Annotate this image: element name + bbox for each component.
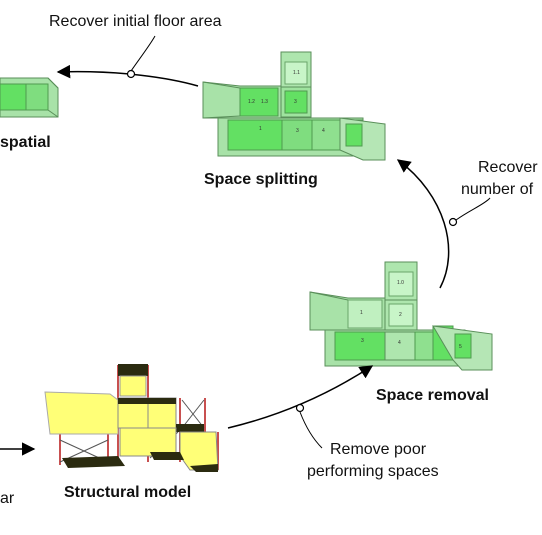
structural-model [44,364,219,472]
edge-node [126,69,136,79]
cell-label: 1 [360,310,363,316]
edge-recover-number [396,159,491,289]
label-space-splitting: Space splitting [204,171,318,188]
label-structural-model: Structural model [64,484,192,501]
label-recover-number-line2: number of [461,181,534,198]
edge-remove-poor [227,365,374,449]
cell-label: 1.3 [261,99,268,105]
cell-label: 2 [399,312,402,318]
cell-label: 1.2 [248,99,255,105]
cell-label: 3 [294,99,297,105]
cell-label: 4 [322,128,325,134]
cell-label: 1.1 [293,70,300,76]
space-splitting-model: 1.1 1.2 1.3 3 1 3 4 [202,51,386,161]
label-recover-floor: Recover initial floor area [49,13,222,30]
space-removal-model: 1.0 1 2 3 4 5 [309,261,493,371]
edge-node [295,403,305,413]
label-space-removal: Space removal [376,387,489,404]
edge-node [448,217,458,227]
label-left-cut: ar [0,490,15,507]
cell-label: 1 [259,126,262,132]
edge-recover-floor [56,35,199,87]
label-remove-poor-line1: Remove poor [330,441,427,458]
cell-label: 3 [361,338,364,344]
cell-label: 1.0 [397,280,404,286]
label-recover-number-line1: Recover [478,159,538,176]
label-remove-poor-line2: performing spaces [307,463,439,480]
label-spatial: spatial [0,134,51,151]
cell-label: 3 [296,128,299,134]
spatial-model-partial [0,77,59,118]
cell-label: 5 [459,344,462,350]
cell-label: 4 [398,340,401,346]
